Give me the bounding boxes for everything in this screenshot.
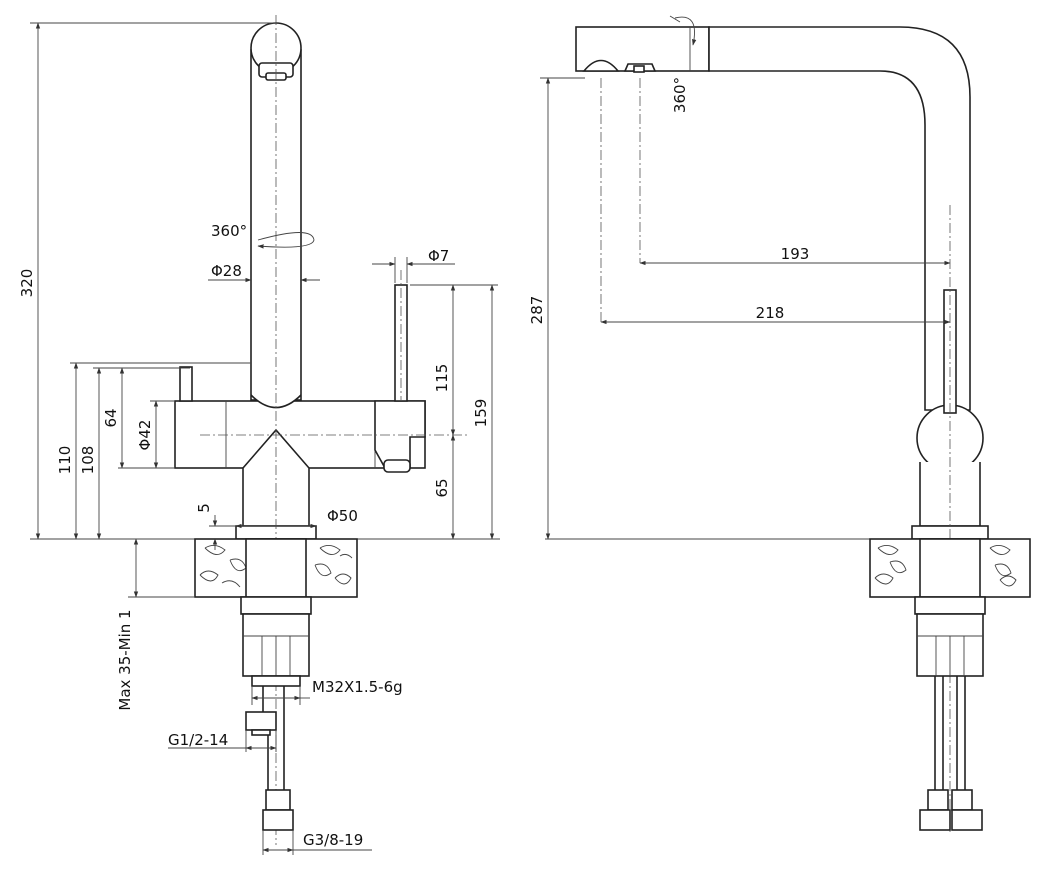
- dim-65: 65: [433, 478, 451, 497]
- dim-spout-diameter: Φ28: [211, 262, 242, 280]
- side-spout-arm: [708, 26, 989, 540]
- side-spout-head: [575, 26, 710, 73]
- dim-swivel-front: 360°: [211, 222, 247, 240]
- front-view: 320 110 108 64 Φ42 360° Φ28 Φ7 1: [18, 15, 500, 855]
- dim-115: 115: [433, 364, 451, 393]
- dim-110: 110: [56, 446, 74, 475]
- dim-320: 320: [18, 269, 36, 298]
- front-countertop: [194, 538, 358, 598]
- front-hose-nut: [262, 809, 294, 831]
- dim-lever-diameter: Φ7: [428, 247, 449, 265]
- side-view: 360° 287 193 218: [528, 15, 1031, 835]
- side-hoses: [919, 676, 983, 831]
- dim-inlet-thread: G1/2-14: [168, 731, 228, 749]
- dim-193: 193: [781, 245, 810, 263]
- dim-159: 159: [472, 399, 490, 428]
- dim-deck-thickness: Max 35-Min 1: [116, 609, 134, 710]
- dim-base-diameter: Φ50: [327, 507, 358, 525]
- side-countertop: [869, 538, 1031, 598]
- dim-108: 108: [79, 446, 97, 475]
- dim-offset-5: 5: [195, 503, 213, 513]
- front-inlet-connector: [245, 711, 277, 731]
- dim-287: 287: [528, 296, 546, 325]
- dim-hose-thread: G3/8-19: [303, 831, 363, 849]
- dim-64: 64: [102, 408, 120, 427]
- dim-shank-thread: M32X1.5-6g: [312, 678, 403, 696]
- dim-body-diameter: Φ42: [136, 420, 154, 451]
- front-left-lever: [179, 366, 193, 402]
- dim-218: 218: [756, 304, 785, 322]
- dim-swivel-side: 360°: [671, 77, 689, 113]
